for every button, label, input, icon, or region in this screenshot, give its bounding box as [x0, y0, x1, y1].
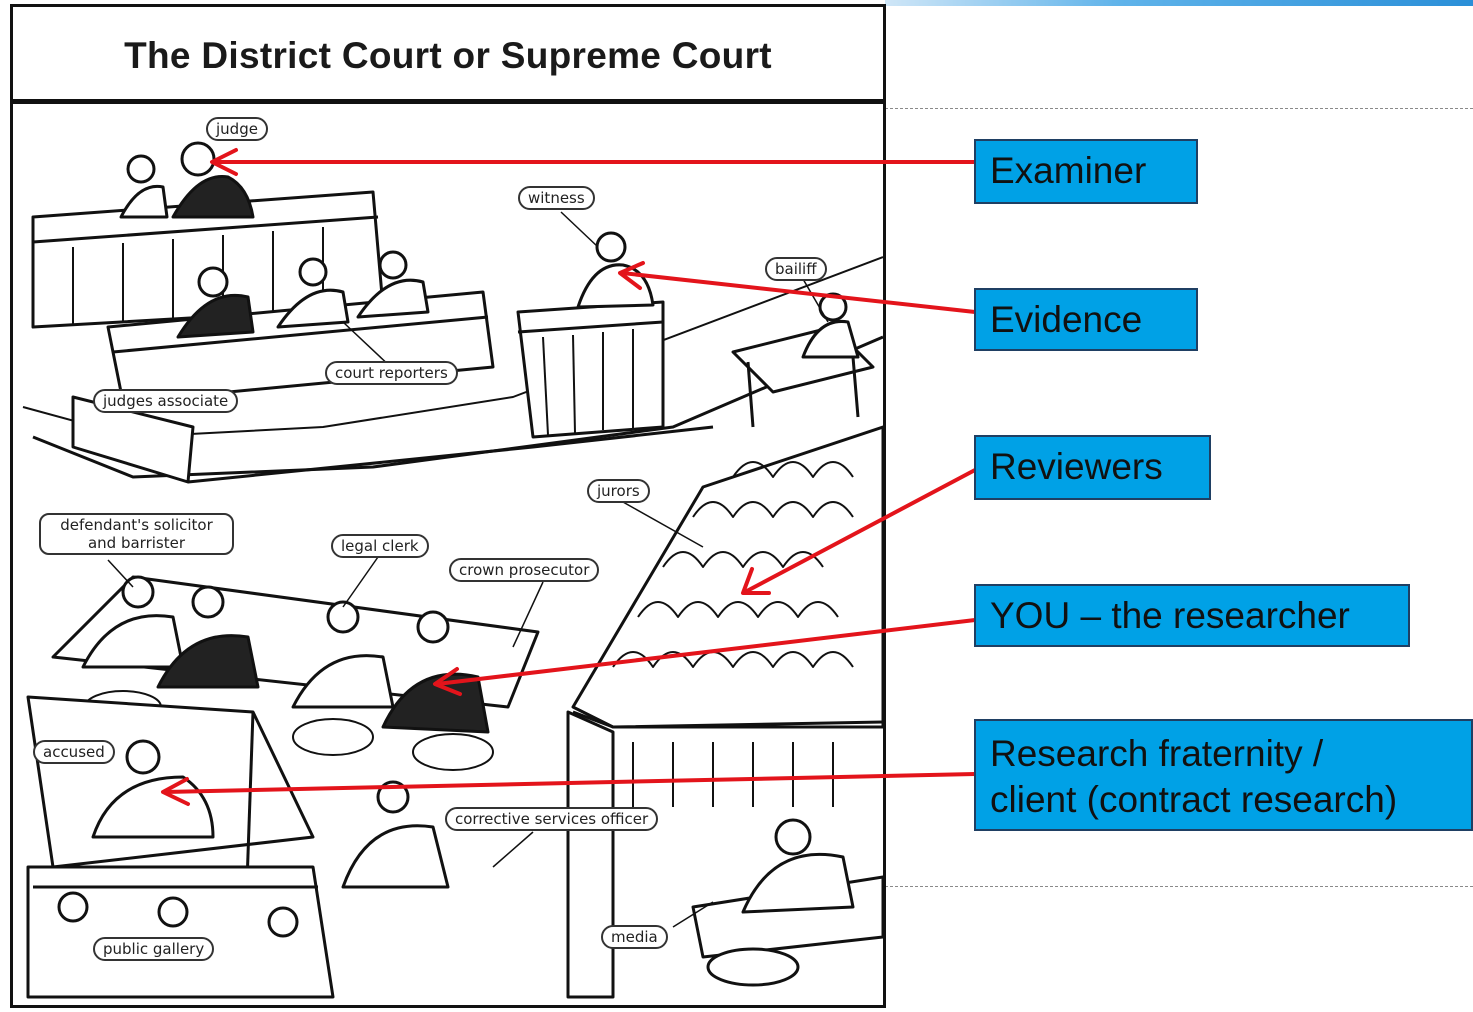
arrow-evidence-to-witness [618, 261, 977, 314]
divider-bottom [885, 886, 1473, 887]
role-label-fraternity-line2: client (contract research) [990, 779, 1398, 820]
role-label-you: YOU – the researcher [990, 595, 1350, 636]
arrow-reviewers-to-jurors [741, 468, 977, 595]
label-public-gallery: public gallery [93, 937, 215, 961]
top-accent-strip [885, 0, 1473, 6]
arrow-fraternity-to-accused [161, 772, 977, 806]
label-crown-prosecutor: crown prosecutor [449, 558, 600, 582]
role-box-research-fraternity: Research fraternity / client (contract r… [974, 719, 1473, 831]
divider-top [885, 108, 1473, 109]
label-judges-associate: judges associate [93, 389, 239, 413]
role-label-evidence: Evidence [990, 299, 1143, 340]
label-defendants-solicitor-line2: and barrister [87, 534, 186, 552]
role-box-evidence: Evidence [974, 288, 1198, 351]
role-label-examiner: Examiner [990, 150, 1147, 191]
court-title: The District Court or Supreme Court [124, 35, 772, 76]
label-bailiff: bailiff [765, 257, 827, 281]
courtroom-scene [22, 141, 883, 999]
label-legal-clerk: legal clerk [331, 534, 429, 558]
label-media: media [601, 925, 668, 949]
label-corrective-services-officer: corrective services officer [445, 807, 659, 831]
label-defendants-solicitor: defendant's solicitor and barrister [39, 513, 234, 555]
label-jurors: jurors [587, 479, 650, 503]
label-witness: witness [518, 186, 595, 210]
arrow-examiner-to-judge [210, 148, 977, 176]
role-box-examiner: Examiner [974, 139, 1198, 204]
role-label-reviewers: Reviewers [990, 446, 1163, 487]
courtroom-illustration: The District Court or Supreme Court judg… [10, 4, 886, 1008]
label-accused: accused [33, 740, 115, 764]
role-box-you-the-researcher: YOU – the researcher [974, 584, 1410, 647]
label-judge: judge [206, 117, 268, 141]
label-court-reporters: court reporters [325, 361, 458, 385]
title-band: The District Court or Supreme Court [13, 7, 883, 104]
role-label-fraternity-line1: Research fraternity / [990, 733, 1324, 774]
arrow-you-to-prosecutor [433, 618, 977, 696]
role-box-reviewers: Reviewers [974, 435, 1211, 500]
label-defendants-solicitor-line1: defendant's solicitor [60, 516, 213, 534]
